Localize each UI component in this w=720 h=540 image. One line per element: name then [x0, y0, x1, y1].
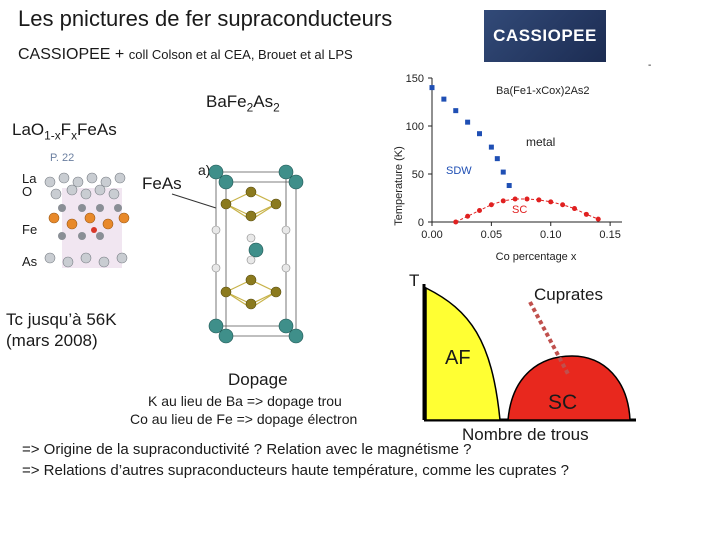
y-tick-label: 0 [418, 217, 424, 229]
sc-point [512, 196, 518, 202]
slide-title: Les pnictures de fer supraconducteurs [18, 6, 393, 31]
sc-point [560, 202, 566, 208]
sdw-point [506, 183, 512, 189]
mark: - [648, 60, 652, 71]
sub: 2 [273, 100, 280, 115]
sdw-point [500, 169, 506, 175]
sc-point [500, 198, 506, 204]
atom-la-label: La [22, 171, 37, 186]
tc-line-2: (mars 2008) [6, 331, 98, 350]
y-tick-label: 150 [406, 73, 424, 85]
chart-points [429, 85, 601, 225]
subtitle-main: CASSIOPEE + [18, 46, 129, 63]
chart-ylabel: Temperature (K) [393, 146, 405, 225]
doping-line-2: Co au lieu de Fe => dopage électron [130, 411, 358, 427]
panel-a-label: a) [198, 162, 211, 178]
sc-point [477, 207, 482, 213]
fe: Fe [226, 92, 247, 111]
y-tick-label: 100 [406, 121, 424, 133]
sub: x [71, 128, 78, 143]
sdw-point [477, 131, 482, 137]
cassiopee-logo: CASSIOPEE [484, 10, 606, 62]
tc-line-1: Tc jusqu’à 56K [6, 310, 117, 329]
sdw-point [453, 108, 459, 114]
sc-point [488, 202, 494, 208]
sc-point [595, 216, 601, 222]
laofeas-label: LaO1-xFxFeAs [12, 120, 117, 142]
x-tick-label: 0.00 [421, 229, 442, 241]
sc-point [465, 213, 471, 219]
sub: 2 [246, 100, 254, 115]
x-tick-label: 0.15 [599, 229, 620, 241]
sc-label: SC [548, 391, 578, 414]
sdw-point [488, 144, 494, 150]
chart-annotation-sc: SC [512, 204, 527, 216]
chart-xlabel: Co percentage x [496, 251, 577, 263]
chart-title: Ba(Fe1-xCox)2As2 [496, 85, 590, 97]
feas-pointer [171, 193, 217, 209]
feas-label: FeAs [142, 174, 182, 193]
chart-ticks: 0 50 100 150 0.00 0.05 0.10 0.15 [406, 73, 621, 241]
x-tick-label: 0.10 [540, 229, 561, 241]
dopage-title: Dopage [228, 370, 288, 389]
af-label: AF [445, 347, 471, 369]
af-region [425, 286, 501, 421]
question-origin: => Origine de la supraconductivité ? Rel… [22, 441, 471, 458]
question-text: => Origine de la supraconductivité ? Rel… [22, 441, 472, 458]
laofeas-structure-image [44, 172, 130, 268]
atom-as-label: As [22, 254, 38, 269]
page-ref: P. 22 [50, 152, 75, 164]
atom-fe-label: Fe [22, 222, 38, 237]
co-doping-chart: Temperature (K) 0 50 100 150 0.00 0.05 0.10 0.1… [393, 73, 622, 263]
sc-point [548, 199, 554, 205]
subtitle-collab: coll Colson et al CEA, Brouet et al LPS [128, 47, 353, 62]
bafe2as2-unit-cell-image [208, 164, 304, 344]
question-relations: => Relations d’autres supraconducteurs h… [22, 462, 569, 479]
doping-line-1: K au lieu de Ba => dopage trou [148, 393, 342, 409]
y-tick-label: 50 [412, 169, 424, 181]
bafe2as2-label: BaFe2As2 [206, 92, 280, 114]
sdw-point [441, 96, 447, 102]
cuprates-phase-diagram [422, 284, 636, 422]
nombre-de-trous-label: Nombre de trous [462, 425, 589, 444]
sc-point [453, 219, 459, 225]
sdw-point [494, 156, 500, 162]
f: F [60, 120, 72, 139]
ba: Ba [206, 92, 227, 111]
chart-annotation-metal: metal [526, 135, 555, 149]
feas: FeAs [77, 120, 117, 139]
sc-point [583, 211, 589, 217]
x-tick-label: 0.05 [481, 229, 502, 241]
sc-point [524, 196, 530, 202]
lao: LaO [12, 120, 45, 139]
sub: 1-x [44, 128, 61, 143]
sc-dome [507, 355, 631, 421]
cuprates-label: Cuprates [534, 285, 603, 304]
as: As [253, 92, 274, 111]
subtitle: CASSIOPEE + coll Colson et al CEA, Broue… [18, 46, 353, 64]
chart-annotation-sdw: SDW [446, 165, 472, 177]
sc-point [536, 197, 542, 203]
sdw-point [429, 85, 435, 91]
t-label: T [409, 271, 420, 290]
sc-point [572, 206, 577, 212]
chart-axes [431, 78, 622, 223]
atom-o-label: O [22, 184, 33, 199]
sdw-point [465, 119, 471, 125]
question-text: => Relations d’autres supraconducteurs h… [22, 462, 569, 479]
